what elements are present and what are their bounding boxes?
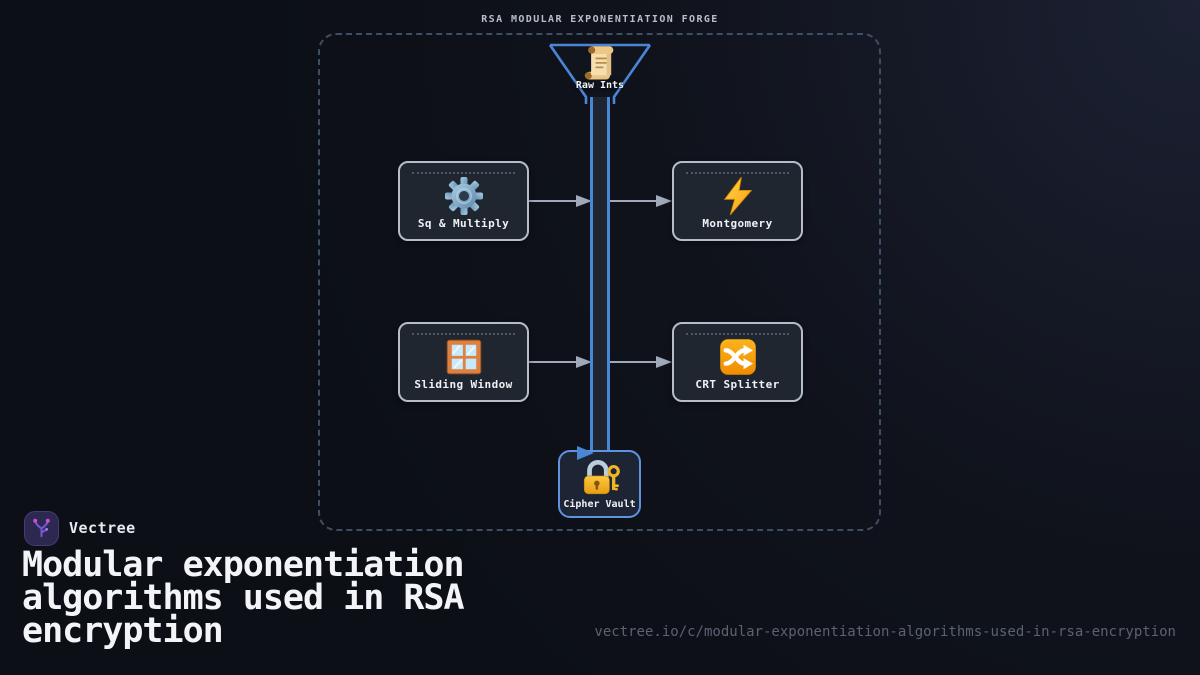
diagram-title: RSA MODULAR EXPONENTIATION FORGE bbox=[481, 14, 719, 25]
diagram-frame bbox=[318, 33, 881, 531]
node-label: Sq & Multiply bbox=[417, 217, 510, 230]
node-label: CRT Splitter bbox=[695, 378, 780, 391]
node-sq-multiply: Sq & Multiply bbox=[398, 161, 529, 241]
arrow-right-icon bbox=[656, 356, 672, 368]
brand-name: Vectree bbox=[69, 519, 136, 537]
dotted-divider bbox=[412, 172, 515, 174]
flow-arrow-icon bbox=[577, 446, 594, 460]
connector-line bbox=[529, 361, 577, 363]
data-pipe bbox=[590, 94, 610, 452]
node-cipher-vault: Cipher Vault bbox=[558, 450, 641, 518]
node-label: Montgomery bbox=[702, 217, 773, 230]
vectree-logo-icon bbox=[33, 518, 50, 538]
node-crt-splitter: CRT Splitter bbox=[672, 322, 803, 402]
gear-icon bbox=[444, 177, 483, 215]
arrow-right-icon bbox=[576, 356, 592, 368]
node-label: Sliding Window bbox=[414, 378, 513, 391]
connector-line bbox=[610, 361, 657, 363]
connector-line bbox=[529, 200, 577, 202]
locked-with-key-icon bbox=[583, 460, 620, 495]
arrow-right-icon bbox=[656, 195, 672, 207]
scroll-icon bbox=[584, 46, 614, 80]
sink-label: Cipher Vault bbox=[563, 499, 636, 510]
dotted-divider bbox=[686, 333, 789, 335]
window-icon bbox=[446, 339, 481, 375]
page-url: vectree.io/c/modular-exponentiation-algo… bbox=[594, 624, 1176, 640]
page-title: Modular exponentiation algorithms used i… bbox=[22, 545, 465, 651]
source-label: Raw Ints bbox=[575, 80, 625, 91]
dotted-divider bbox=[686, 172, 789, 174]
shuffle-icon bbox=[719, 339, 756, 375]
vectree-logo bbox=[24, 511, 59, 546]
dotted-divider bbox=[412, 333, 515, 335]
node-sliding-window: Sliding Window bbox=[398, 322, 529, 402]
lightning-icon bbox=[723, 176, 752, 216]
arrow-right-icon bbox=[576, 195, 592, 207]
node-montgomery: Montgomery bbox=[672, 161, 803, 241]
connector-line bbox=[610, 200, 657, 202]
